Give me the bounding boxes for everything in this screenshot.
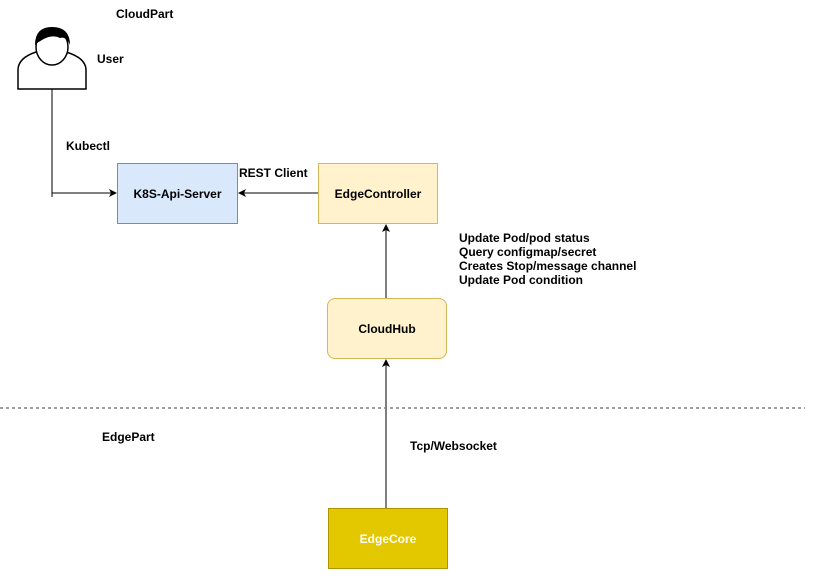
user-label: User bbox=[97, 52, 124, 66]
k8s-api-server-node[interactable]: K8S-Api-Server bbox=[117, 163, 238, 224]
note-line: Creates Stop/message channel bbox=[459, 259, 637, 273]
cloud-part-label: CloudPart bbox=[116, 7, 174, 21]
note-line: Update Pod/pod status bbox=[459, 231, 590, 245]
node-label: CloudHub bbox=[358, 321, 416, 336]
user-icon bbox=[17, 27, 87, 90]
rest-client-label: REST Client bbox=[239, 166, 308, 180]
hub-controller-notes: Update Pod/pod status Query configmap/se… bbox=[459, 231, 636, 287]
node-label: K8S-Api-Server bbox=[133, 186, 222, 201]
node-label: EdgeCore bbox=[359, 531, 417, 546]
note-line: Update Pod condition bbox=[459, 273, 583, 287]
edge-part-label: EdgePart bbox=[102, 430, 155, 444]
note-line: Query configmap/secret bbox=[459, 245, 597, 259]
kubectl-label: Kubectl bbox=[66, 139, 111, 153]
node-label: EdgeController bbox=[334, 186, 422, 201]
cloud-hub-node[interactable]: CloudHub bbox=[327, 298, 447, 359]
edge-core-node[interactable]: EdgeCore bbox=[328, 508, 448, 569]
tcp-websocket-label: Tcp/Websocket bbox=[410, 439, 497, 453]
edge-controller-node[interactable]: EdgeController bbox=[318, 163, 438, 224]
